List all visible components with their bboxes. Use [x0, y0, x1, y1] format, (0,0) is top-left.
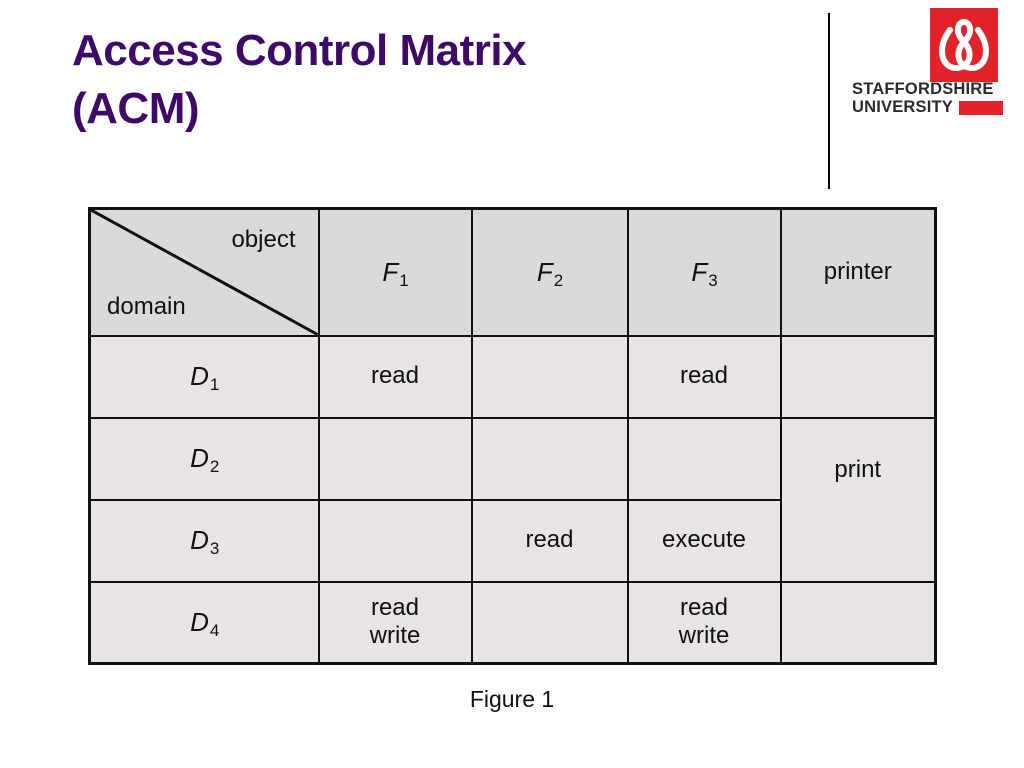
table-row: D4 read write read write	[88, 580, 937, 665]
column-header-f2: F2	[470, 207, 629, 337]
cell-d4-f2	[470, 580, 629, 665]
cell-d3-f3: execute	[626, 498, 782, 583]
col-f3-base: F	[691, 256, 708, 287]
logo-divider-line	[828, 13, 830, 189]
cell-d2-printer: print	[779, 428, 937, 513]
access-control-matrix: object domain F1 F2 F3 printer D1 read	[88, 207, 937, 665]
table-row: D3 read execute	[88, 498, 937, 583]
row-d4-base: D	[190, 606, 209, 637]
figure-caption: Figure 1	[469, 686, 555, 712]
col-f1-base: F	[382, 256, 399, 287]
cell-d3-printer	[779, 498, 937, 583]
wordmark-line-2: UNIVERSITY	[852, 98, 954, 117]
wordmark-line-1: STAFFORDSHIRE	[852, 80, 994, 98]
row-header-d3: D3	[88, 498, 320, 583]
cell-d3-f1	[317, 498, 473, 583]
col-f3-sub: 3	[708, 270, 718, 290]
column-header-printer: printer	[779, 207, 937, 337]
cell-d4-printer	[779, 580, 937, 665]
column-header-f1: F1	[317, 207, 473, 337]
university-wordmark: STAFFORDSHIRE UNIVERSITY	[852, 80, 1012, 117]
col-f2-sub: 2	[553, 270, 564, 290]
brand-red-bar	[959, 100, 1004, 115]
acm-table: object domain F1 F2 F3 printer D1 read	[88, 207, 937, 665]
page-title: Access Control Matrix (ACM)	[72, 26, 527, 134]
cell-d1-f2	[470, 334, 629, 419]
row-d3-base: D	[190, 525, 209, 555]
col-f1-sub: 1	[399, 270, 409, 290]
cell-d1-printer	[779, 334, 937, 419]
table-row: D2 print	[88, 416, 937, 513]
table-row: D1 read read	[88, 334, 937, 419]
corner-header-cell: object domain	[88, 207, 320, 337]
cell-d2-f3	[626, 416, 782, 501]
row-d4-sub: 4	[209, 620, 220, 640]
cell-d1-f3: read	[626, 334, 782, 419]
row-d2-sub: 2	[209, 457, 220, 476]
corner-label-domain: domain	[107, 292, 186, 320]
row-header-d4: D4	[88, 580, 320, 665]
row-d1-base: D	[190, 361, 209, 391]
cell-d3-f2: read	[470, 498, 629, 583]
row-d1-sub: 1	[209, 375, 220, 394]
column-header-f3: F3	[626, 207, 782, 337]
col-f2-base: F	[536, 256, 553, 287]
cell-d4-f3: read write	[626, 580, 782, 665]
table-header-row: object domain F1 F2 F3 printer	[88, 207, 937, 337]
university-logo: STAFFORDSHIRE UNIVERSITY	[852, 8, 1010, 128]
row-d2-base: D	[190, 443, 209, 473]
cell-d4-f1: read write	[317, 580, 473, 665]
row-d3-sub: 3	[209, 539, 220, 558]
row-header-d2: D2	[88, 416, 320, 501]
row-header-d1: D1	[88, 334, 320, 419]
cell-d1-f1: read	[317, 334, 473, 419]
corner-label-object: object	[231, 226, 296, 253]
cell-d2-f1	[317, 416, 473, 501]
cell-d2-f2	[470, 416, 629, 501]
staffordshire-knot-emblem	[930, 8, 998, 82]
